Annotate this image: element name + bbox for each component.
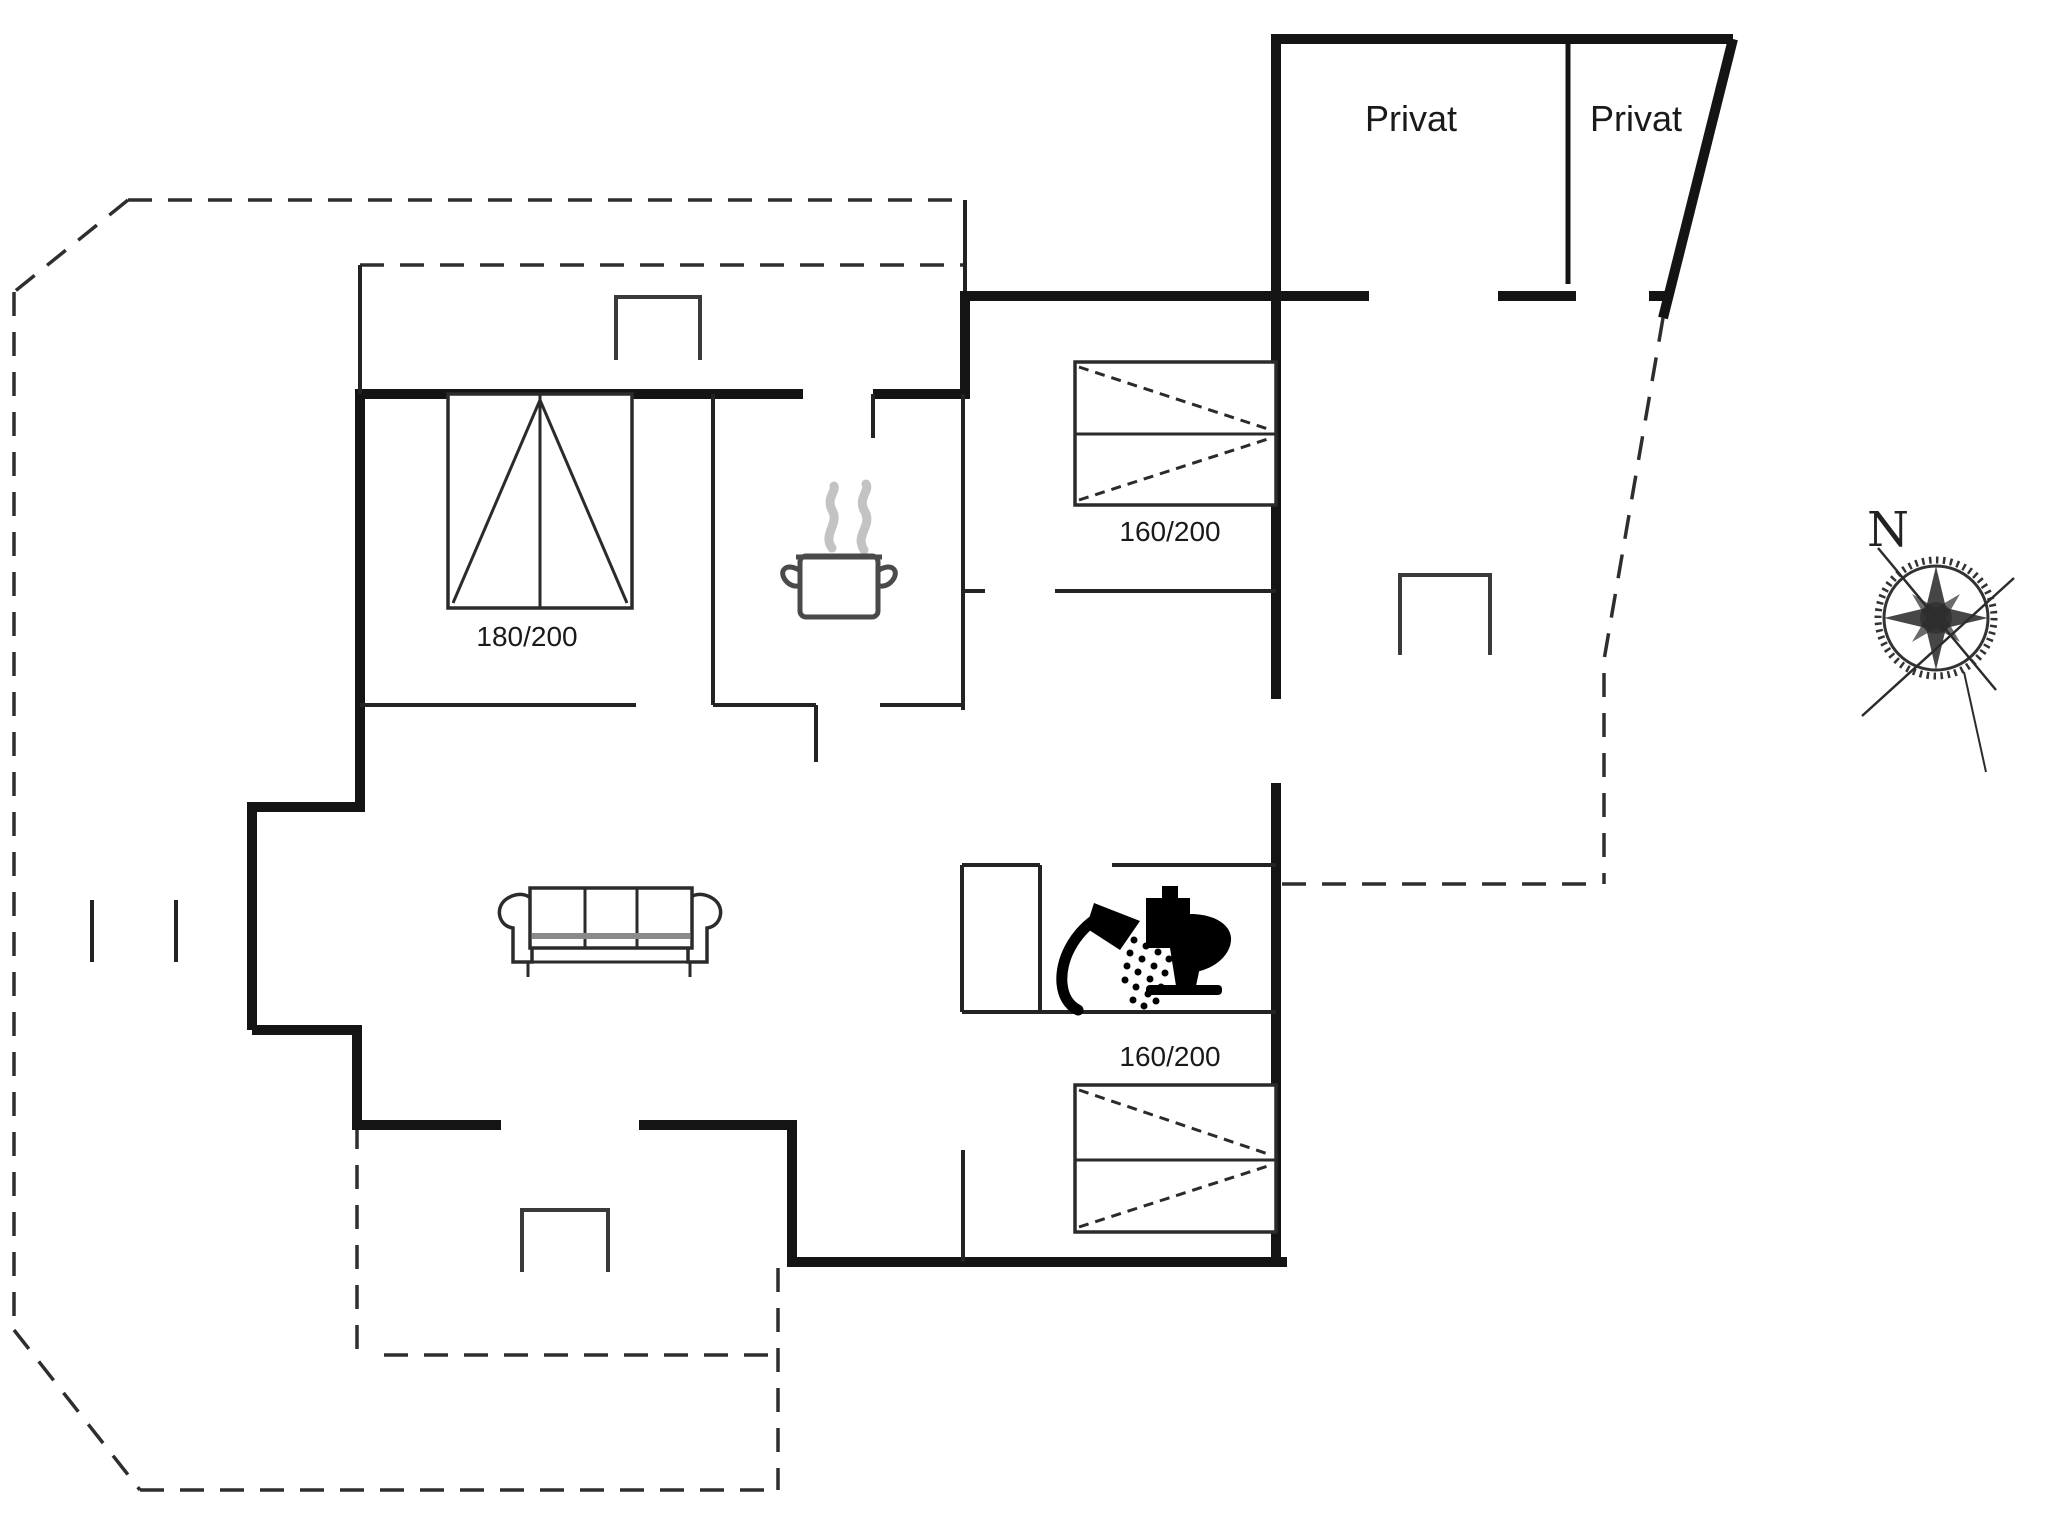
shower-head [1086,903,1140,950]
terrace-top-left-diagonal [12,198,130,294]
chimney-icon [614,295,702,360]
shower-stall-walls [960,863,1042,1012]
terrace-outline [12,198,1665,1492]
steam-icon [824,481,839,553]
terrace-bottom-left-diagonal [12,1328,142,1492]
compass-needle [1861,577,2015,717]
compass-serration [1874,556,1998,680]
south-wall [787,1120,1287,1267]
cooking-pot-icon [780,479,898,620]
slanted-east-wall [1658,37,1738,320]
bed-diagonal [451,399,542,604]
bed-size-label: 160/200 [1119,516,1220,547]
bed-icon [1073,1083,1278,1234]
private-room-right-label: Privat [1590,98,1682,139]
pot-body [797,553,881,620]
toilet-pedestal [1170,948,1204,986]
sofa-left-arm [497,892,534,964]
bed-size-label: 180/200 [476,621,577,652]
chimney-icon [520,1208,610,1272]
bed-icon [1073,360,1278,507]
shower-spray [1121,936,1173,1010]
private-room-left-label: Privat [1365,98,1457,139]
toilet-base [1146,985,1222,995]
bed-diagonal [538,399,629,604]
shower-icon [1056,903,1173,1016]
bed-size-label: 160/200 [1119,1041,1220,1072]
west-bay-step-wall [247,802,365,1125]
toilet-flush-button [1162,886,1178,900]
compass-needle [1877,547,1997,691]
compass-north-label: N [1867,502,1909,558]
interior-walls [358,200,1276,1262]
chimney-symbols [520,295,1492,1272]
sofa-icon [497,886,723,977]
double-bed-icon [446,392,634,610]
compass-needle-spike [1963,671,1987,773]
steam-icon [856,479,872,555]
toilet-icon [1146,886,1232,995]
terrace-east-slanted-edge [1602,317,1665,884]
exterior-walls [247,34,1738,1267]
chimney-icon [1398,573,1492,655]
compass-rose-icon: N [1861,502,2015,773]
toilet-tank-and-bowl [1146,898,1232,974]
